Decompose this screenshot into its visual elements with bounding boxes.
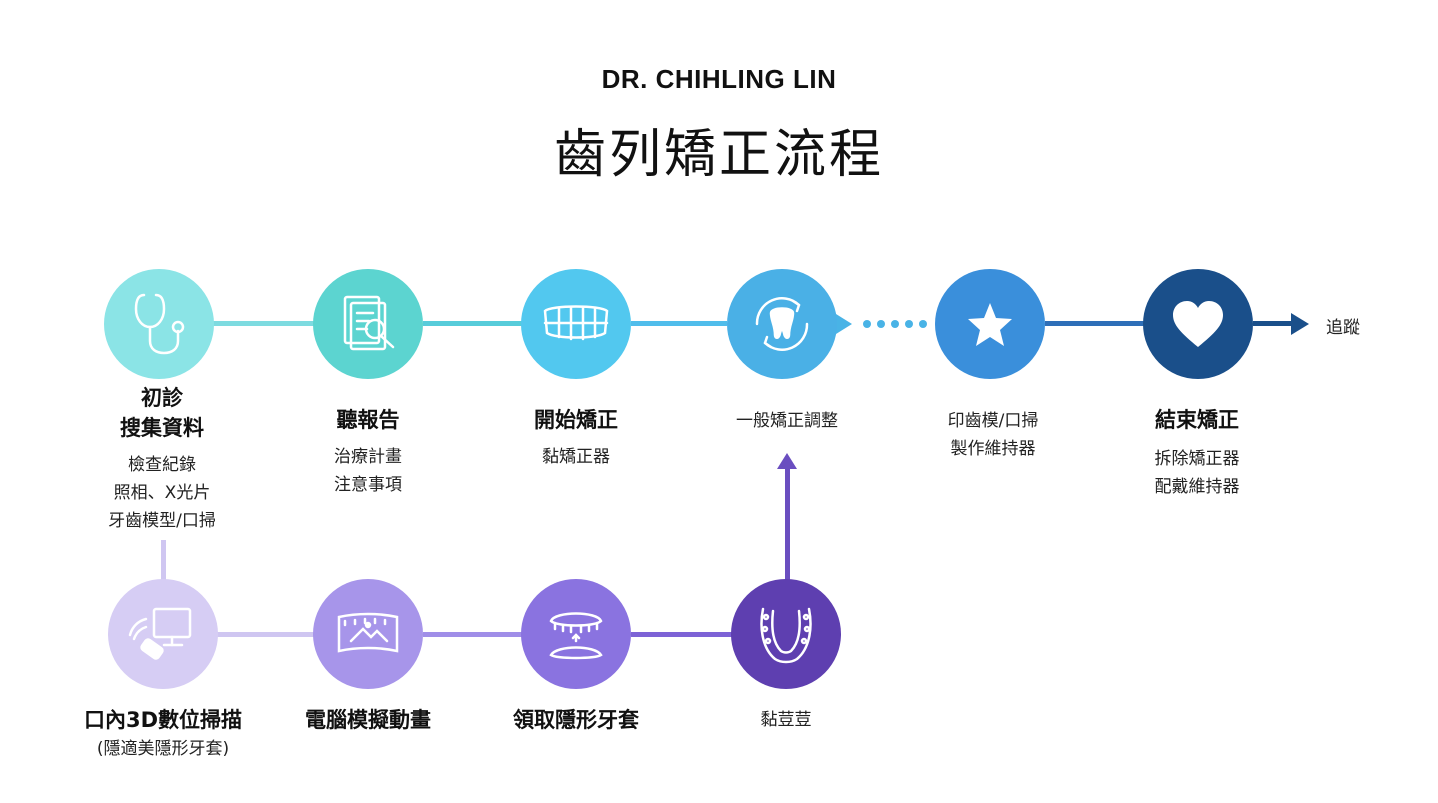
label-initial-exam: 初診 搜集資料 檢查紀錄 照相、X光片 牙齒模型/口掃 <box>62 383 262 535</box>
page-title: 齒列矯正流程 <box>553 125 884 185</box>
label-initial-exam-desc1: 檢查紀錄 <box>128 455 196 475</box>
heart-icon <box>1173 301 1223 347</box>
scanner-icon <box>128 607 192 660</box>
star-icon <box>968 303 1012 346</box>
connector-up-bottom4 <box>785 468 790 581</box>
node-simulation <box>313 579 423 689</box>
label-3d-scan-desc: (隱適美隱形牙套) <box>96 739 230 759</box>
aligner-teeth-icon <box>549 612 603 660</box>
dot-4 <box>905 320 913 328</box>
film-strip-icon <box>337 612 399 653</box>
label-finish-desc1: 拆除矯正器 <box>1154 449 1240 469</box>
node-finish <box>1143 269 1253 379</box>
node-start-braces <box>521 269 631 379</box>
label-retainer-desc2: 製作維持器 <box>950 439 1036 459</box>
label-finish-title: 結束矯正 <box>1155 408 1239 432</box>
label-report-desc2: 注意事項 <box>334 475 402 495</box>
node-3d-scan <box>108 579 218 689</box>
label-start-braces: 開始矯正 黏矯正器 <box>476 405 676 471</box>
node-initial-exam <box>104 269 214 379</box>
label-receive-aligners-title: 領取隱形牙套 <box>513 708 639 732</box>
dental-arch-icon <box>760 607 812 664</box>
label-retainer-desc1: 印齒模/口掃 <box>947 411 1039 431</box>
connector-down-1 <box>161 540 166 586</box>
label-3d-scan: 口內3D數位掃描 (隱適美隱形牙套) <box>58 705 268 763</box>
label-report-desc1: 治療計畫 <box>334 447 402 467</box>
label-finish: 結束矯正 拆除矯正器 配戴維持器 <box>1097 405 1297 501</box>
connector-3-4 <box>631 321 727 326</box>
dot-3 <box>891 320 899 328</box>
arrow-head-4 <box>836 314 852 334</box>
label-attachments-title: 黏荳荳 <box>760 710 812 730</box>
connector-b1-b2 <box>213 632 319 637</box>
label-initial-exam-desc2: 照相、X光片 <box>113 483 211 503</box>
node-report <box>313 269 423 379</box>
label-finish-desc2: 配戴維持器 <box>1154 477 1240 497</box>
dot-2 <box>877 320 885 328</box>
label-start-braces-title: 開始矯正 <box>534 408 618 432</box>
arrow-head-end <box>1291 313 1309 335</box>
arrow-head-up <box>777 453 797 469</box>
label-start-braces-desc1: 黏矯正器 <box>542 447 610 467</box>
document-search-icon <box>343 295 395 351</box>
connector-5-6 <box>1045 321 1147 326</box>
dot-1 <box>863 320 871 328</box>
stethoscope-icon <box>134 293 185 355</box>
label-3d-scan-title: 口內3D數位掃描 <box>83 708 243 732</box>
end-label: 追蹤 <box>1326 318 1360 338</box>
label-simulation: 電腦模擬動畫 <box>268 705 468 735</box>
connector-2-3 <box>423 321 525 326</box>
label-initial-exam-title2: 搜集資料 <box>120 416 204 440</box>
label-simulation-title: 電腦模擬動畫 <box>305 708 431 732</box>
label-attachments: 黏荳荳 <box>686 706 886 734</box>
connector-b2-b3 <box>423 632 525 637</box>
label-report: 聽報告 治療計畫 注意事項 <box>268 405 468 499</box>
dot-5 <box>919 320 927 328</box>
label-initial-exam-desc3: 牙齒模型/口掃 <box>108 511 216 531</box>
connector-1-2 <box>213 321 315 326</box>
tooth-cycle-icon <box>755 297 809 351</box>
label-adjustment: 一般矯正調整 <box>687 407 887 435</box>
braces-teeth-icon <box>543 305 609 341</box>
label-initial-exam-title1: 初診 <box>141 386 183 410</box>
node-receive-aligners <box>521 579 631 689</box>
label-adjustment-title: 一般矯正調整 <box>736 411 838 431</box>
node-adjustment <box>727 269 837 379</box>
label-receive-aligners: 領取隱形牙套 <box>476 705 676 735</box>
label-report-title: 聽報告 <box>336 408 400 432</box>
connector-6-end <box>1253 321 1293 326</box>
label-retainer: 印齒模/口掃 製作維持器 <box>893 407 1093 463</box>
node-attachments <box>731 579 841 689</box>
node-retainer <box>935 269 1045 379</box>
connector-b3-b4 <box>631 632 735 637</box>
subtitle: DR. CHIHLING LIN <box>601 64 837 94</box>
